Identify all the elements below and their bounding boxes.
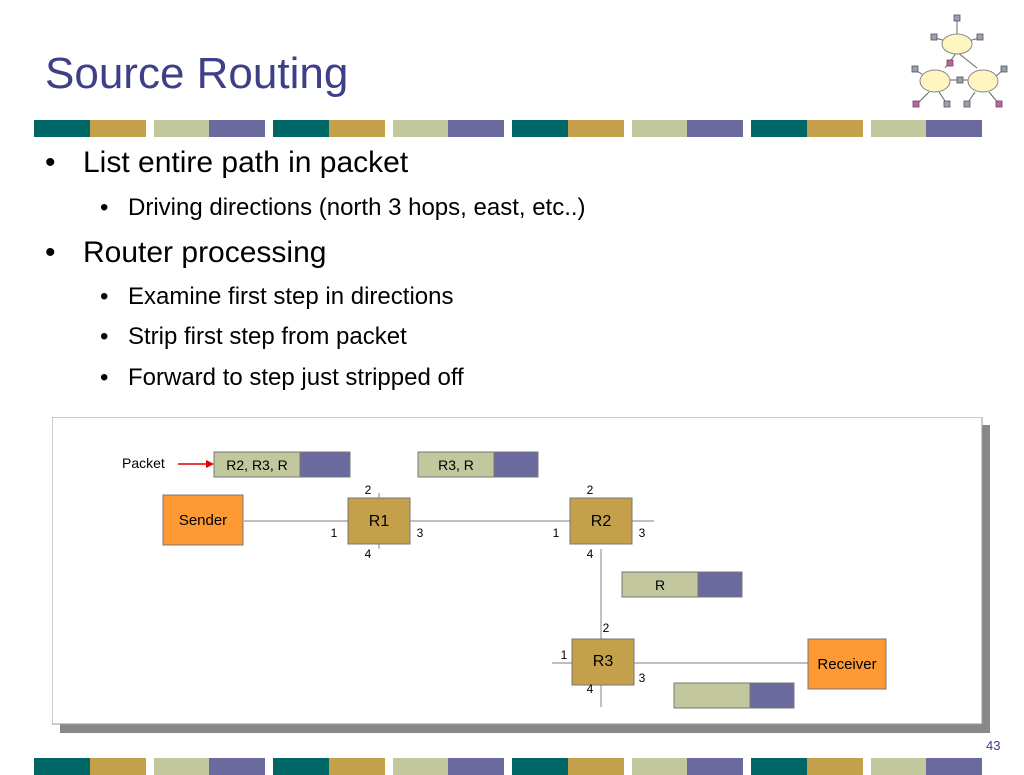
sub-bullet-text: Forward to step just stripped off — [128, 364, 464, 391]
bullet-dot: • — [45, 146, 56, 179]
packet-1-header — [213, 451, 301, 478]
router-r3 — [571, 638, 635, 686]
router-r1-port-east: 3 — [417, 526, 424, 540]
sender-label: Sender — [179, 512, 227, 529]
decorative-stripe-bottom — [34, 758, 983, 775]
bullet-dot: • — [100, 364, 109, 391]
packet-label: Packet — [122, 455, 165, 471]
packet-2-body — [493, 451, 539, 478]
router-r2 — [569, 497, 633, 545]
router-r1-label: R1 — [369, 513, 390, 530]
sub-bullet-text: Examine first step in directions — [128, 283, 454, 310]
bullet-dot: • — [45, 236, 56, 269]
packet-arrow-head-icon — [206, 460, 214, 468]
router-r1-port-west: 1 — [331, 526, 338, 540]
router-r3-label: R3 — [593, 653, 614, 670]
network-logo-icon — [911, 14, 1008, 108]
bullet-text: Router processing — [83, 236, 327, 269]
packet-2-route: R3, R — [438, 457, 474, 473]
sub-bullet-text: Strip first step from packet — [128, 323, 407, 350]
packet-1-body — [299, 451, 351, 478]
packet-3-body — [697, 571, 743, 598]
router-r3-port-south: 4 — [587, 682, 594, 696]
router-r1-port-north: 2 — [365, 483, 372, 497]
bullet-text: List entire path in packet — [83, 146, 409, 179]
router-r3-port-west: 1 — [561, 648, 568, 662]
receiver-label: Receiver — [817, 656, 876, 673]
page-number: 43 — [986, 738, 1001, 753]
sub-bullet-text: Driving directions (north 3 hops, east, … — [128, 194, 586, 221]
router-r3-port-north: 2 — [603, 621, 610, 635]
router-r2-label: R2 — [591, 513, 612, 530]
bullet-dot: • — [100, 323, 109, 350]
packet-2-header — [417, 451, 495, 478]
router-r1-port-south: 4 — [365, 547, 372, 561]
source-routing-diagram: Packet R2, R3, R R3, R R Sender Receiver… — [52, 417, 990, 733]
receiver-node — [807, 638, 887, 690]
router-r2-port-east: 3 — [639, 526, 646, 540]
packet-1-route: R2, R3, R — [226, 457, 287, 473]
router-r3-port-east: 3 — [639, 671, 646, 685]
router-r1 — [347, 497, 411, 545]
router-r2-port-west: 1 — [553, 526, 560, 540]
router-r2-port-south: 4 — [587, 547, 594, 561]
packet-4-body — [749, 682, 795, 709]
slide-title: Source Routing — [45, 49, 349, 98]
packet-4-header — [673, 682, 751, 709]
router-r2-port-north: 2 — [587, 483, 594, 497]
bullet-dot: • — [100, 283, 109, 310]
packet-3-route: R — [655, 577, 665, 593]
bullet-dot: • — [100, 194, 109, 221]
decorative-stripe-top — [34, 120, 983, 137]
sender-node — [162, 494, 244, 546]
packet-3-header — [621, 571, 699, 598]
